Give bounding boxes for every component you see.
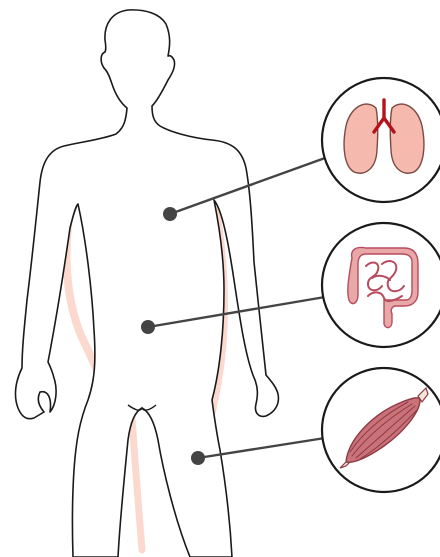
callout-intestines xyxy=(322,223,440,347)
human-body-outline xyxy=(15,10,278,557)
callout-lungs xyxy=(322,78,440,202)
anchor-dot-lungs xyxy=(163,207,177,221)
anchor-dot-intestines xyxy=(141,320,155,334)
callout-muscle xyxy=(322,368,440,492)
callout-circle-intestines xyxy=(322,223,440,347)
anchor-dot-muscle xyxy=(191,451,205,465)
